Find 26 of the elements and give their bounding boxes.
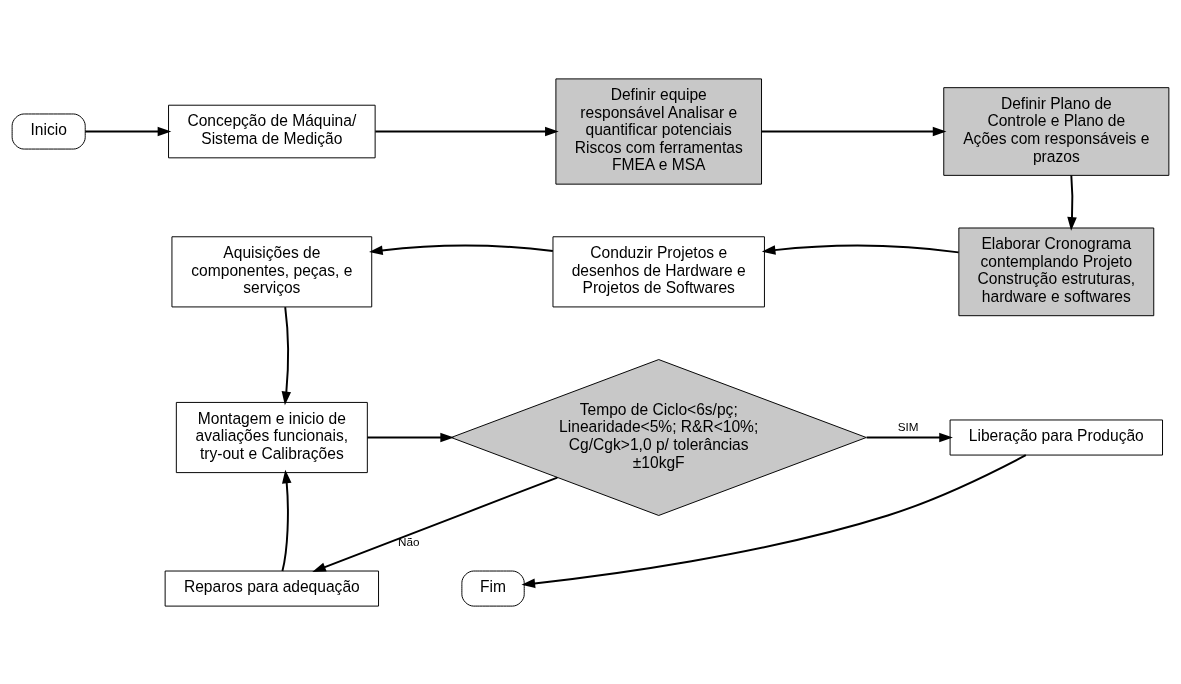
arrow [761,244,960,255]
node-box: Montagem e inicio de avaliações funcionais, try-out e Calibrações [175,401,368,473]
arrow [281,305,292,405]
arrow [281,469,292,572]
node-diamond: Tempo de Ciclo<6s/pç; Linearidade<5%; R&R<10%; Cg/Cgk>1,0 p/ tolerâncias ±10kgF [450,358,867,516]
node-box: Aquisições de componentes, peças, e serviços [171,235,373,307]
node-box: Conduzir Projetos e desenhos de Hardware e Projetos de Softwares [552,235,765,307]
arrow [760,126,947,136]
edge-label: Não [398,534,420,548]
arrow [312,476,559,572]
arrow [366,432,454,442]
node-box: Definir equipe responsável Analisar e quantificar potenciais Riscos com ferramentas FMEA e MSA [555,77,762,185]
node-box: Reparos para adequação [164,570,380,607]
node-box: Elaborar Cronograma contemplando Projeto Construção estruturas, hardware e softwares [958,227,1155,316]
arrow [369,244,554,255]
edge-label: SIM [897,419,919,433]
node-box: Definir Plano de Controle e Plano de Ações com responsáveis e prazos [943,86,1170,176]
arrow [865,432,953,442]
node-box: Fim [461,570,525,607]
arrow [521,453,1027,588]
arrow [84,126,172,136]
node-box: Concepção de Máquina/ Sistema de Medição [168,104,376,158]
arrow [374,126,559,136]
node-box: Liberação para Produção [949,419,1163,456]
node-box: Inicio [11,113,86,150]
arrow [1067,174,1077,231]
